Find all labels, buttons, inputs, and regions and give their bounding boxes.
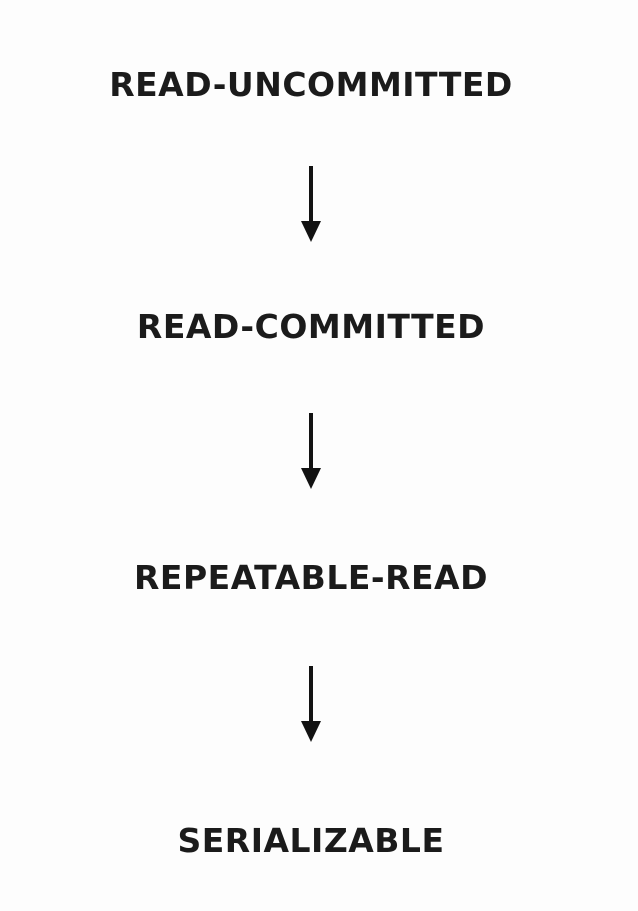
isolation-level-serializable: SERIALIZABLE	[177, 821, 445, 860]
isolation-level-read-committed: READ-COMMITTED	[136, 307, 486, 346]
down-arrow-icon	[301, 413, 321, 489]
isolation-level-repeatable-read: REPEATABLE-READ	[134, 558, 488, 597]
down-arrow-icon	[301, 166, 321, 242]
isolation-level-read-uncommitted: READ-UNCOMMITTED	[109, 65, 513, 104]
down-arrow-icon	[301, 666, 321, 742]
